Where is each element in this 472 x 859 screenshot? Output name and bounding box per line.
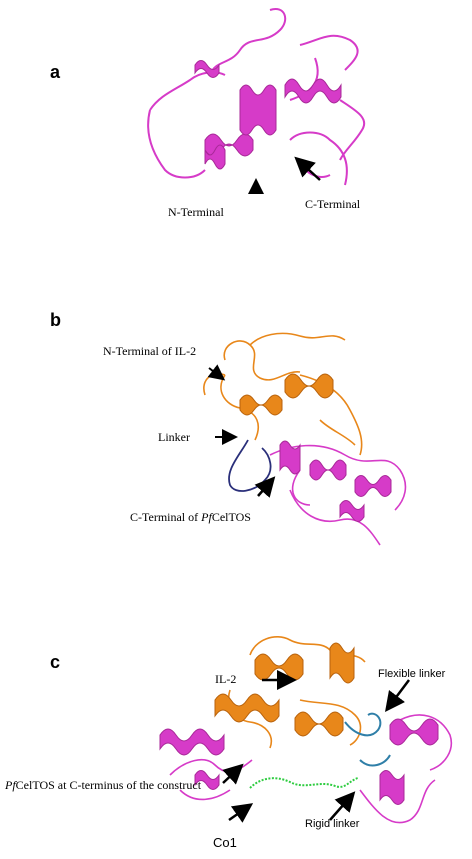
helix <box>340 501 364 522</box>
coil <box>224 341 300 380</box>
co1-label: Co1 <box>213 835 237 850</box>
co1-arrow <box>229 806 249 820</box>
linker-label: Linker <box>158 430 190 445</box>
c-terminal-prefix: C-Terminal of <box>130 510 201 524</box>
coil <box>229 440 271 491</box>
coil <box>290 490 380 545</box>
n-terminal-il2-label: N-Terminal of IL-2 <box>103 344 196 359</box>
panel-a-helices <box>195 61 341 170</box>
il2-label: IL-2 <box>215 672 236 687</box>
c-terminal-suffix: CelTOS <box>212 510 251 524</box>
helix <box>380 771 404 805</box>
coil <box>300 36 358 70</box>
pfceltos-rest: CelTOS at C-terminus of the construct <box>16 778 201 792</box>
panel-c-flexible-linker <box>345 714 390 766</box>
panel-c-rigid-linker <box>250 778 358 788</box>
coil <box>340 100 364 160</box>
helix <box>205 134 253 156</box>
helix <box>255 654 303 680</box>
coil <box>148 110 205 178</box>
coil <box>250 333 345 345</box>
flexible-linker-arrow <box>388 680 409 708</box>
pf-italic: Pf <box>5 778 16 792</box>
flexible-linker-label: Flexible linker <box>378 668 445 680</box>
coil <box>360 755 390 765</box>
helix <box>240 85 276 135</box>
helix <box>310 460 346 480</box>
c-terminal-label: C-Terminal <box>305 197 360 212</box>
helix <box>330 643 354 683</box>
pfceltos-arrow <box>223 767 240 783</box>
coil <box>210 9 285 75</box>
coil <box>250 778 358 788</box>
pf-italic: Pf <box>201 510 212 524</box>
rigid-linker-arrow <box>330 795 352 820</box>
helix <box>355 476 391 497</box>
coil <box>320 420 355 445</box>
helix <box>215 694 279 722</box>
helix <box>240 395 282 415</box>
panel-c-il2-helices <box>215 643 354 736</box>
panel-b-linker <box>229 440 271 491</box>
helix <box>160 729 224 755</box>
helix <box>295 712 343 736</box>
c-terminal-pfceltos-label: C-Terminal of PfCelTOS <box>130 510 251 525</box>
n-terminal-label: N-Terminal <box>168 205 224 220</box>
panel-b-il2-helices <box>240 374 333 415</box>
panel-b-celtos-helices <box>280 441 391 522</box>
helix <box>390 719 438 745</box>
coil <box>345 714 380 736</box>
c-terminal-arrow <box>298 160 320 180</box>
rigid-linker-label: Rigid linker <box>305 818 359 830</box>
c-terminal-pfceltos-arrow <box>258 480 272 496</box>
pfceltos-c-terminus-label: PfCelTOS at C-terminus of the construct <box>5 778 201 793</box>
